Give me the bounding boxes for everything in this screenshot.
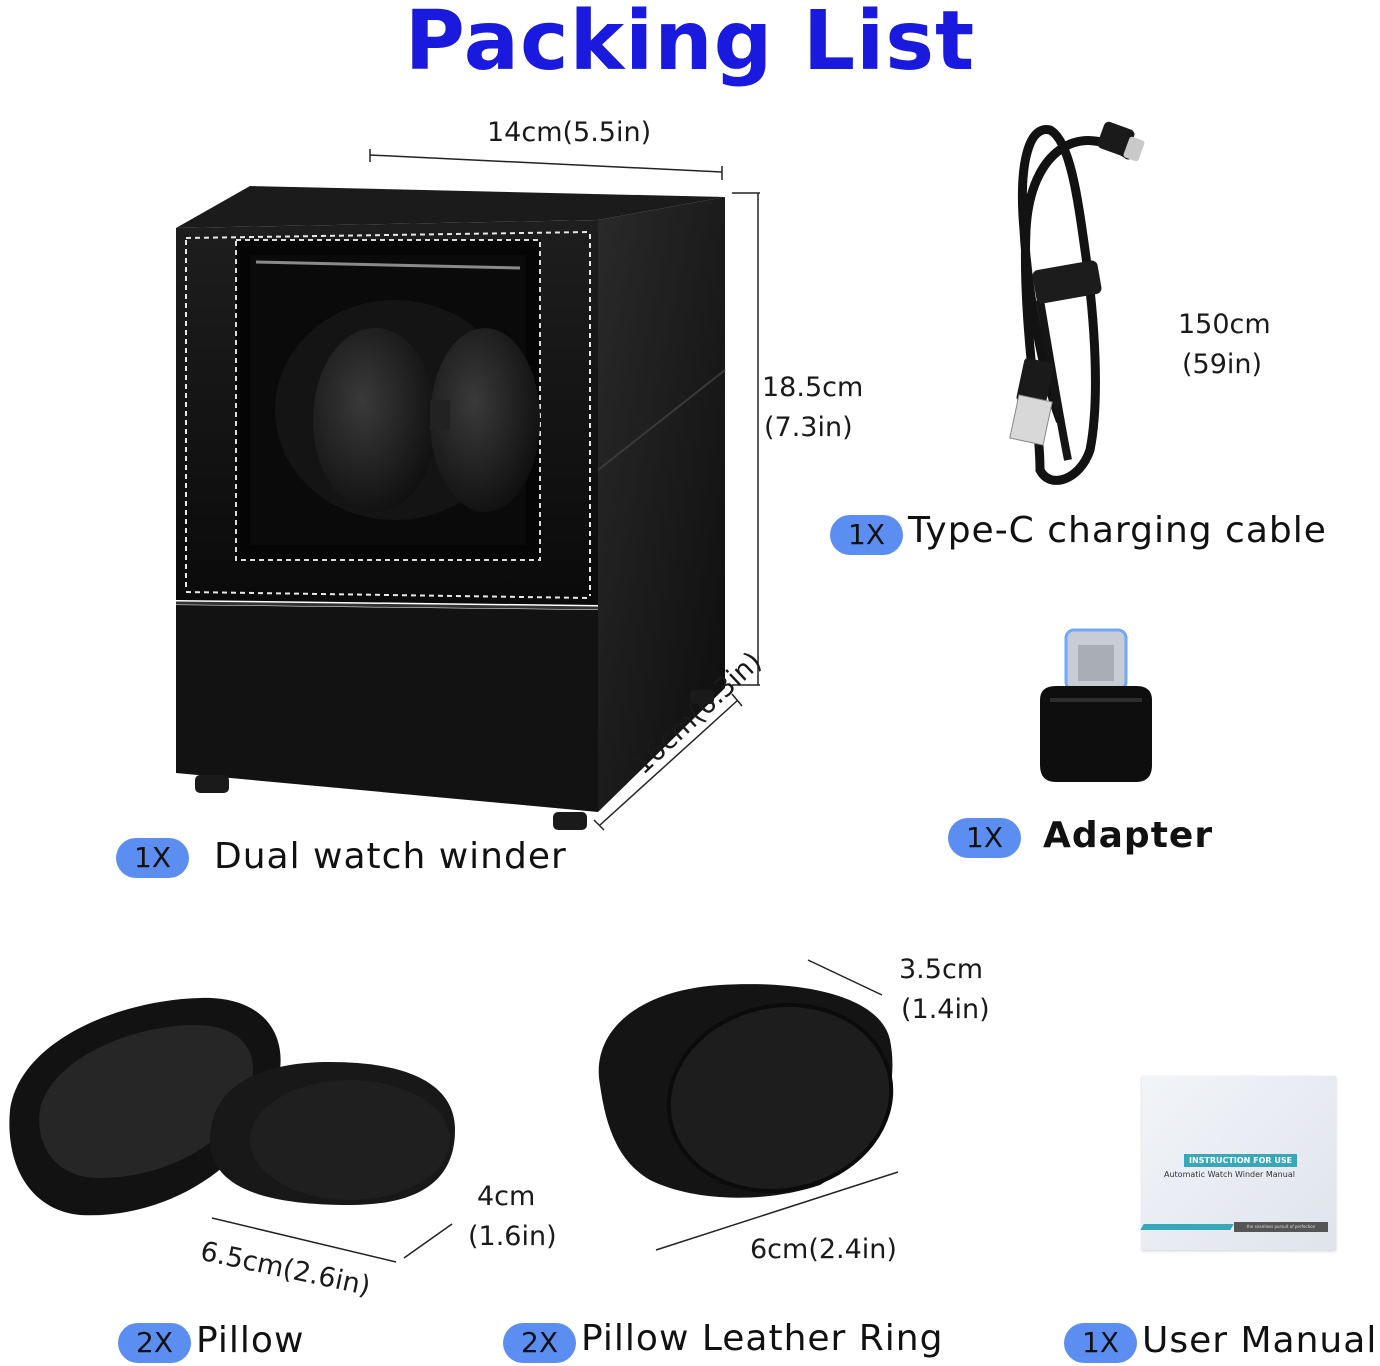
page-title: Packing List [404,0,976,89]
pillow-qty-badge: 2X [118,1323,191,1363]
cable-qty-badge: 1X [830,515,903,555]
ring-width-in: (1.4in) [901,994,990,1025]
ring-label: Pillow Leather Ring [581,1318,944,1359]
manual-stripe [1140,1224,1234,1230]
winder-label: Dual watch winder [214,836,567,877]
pillow-label: Pillow [196,1320,305,1361]
cable-length-in: (59in) [1182,349,1263,380]
manual-footer: the seamless pursuit of perfection [1234,1222,1328,1232]
winder-qty-badge: 1X [116,838,189,878]
ring-length-dimension: 6cm(2.4in) [750,1234,897,1265]
ring-width-cm: 3.5cm [899,954,984,985]
manual-label: User Manual [1142,1320,1378,1361]
user-manual-image: INSTRUCTION FOR USE Automatic Watch Wind… [1140,1076,1336,1250]
adapter-label: Adapter [1043,815,1214,856]
manual-subtitle: Automatic Watch Winder Manual [1164,1170,1295,1179]
manual-header: INSTRUCTION FOR USE [1184,1154,1298,1167]
winder-height-in: (7.3in) [764,412,853,443]
cable-length-cm: 150cm [1178,309,1271,340]
winder-width-dimension: 14cm(5.5in) [487,117,652,148]
pillow-height-cm: 4cm [477,1181,536,1212]
ring-qty-badge: 2X [503,1323,576,1363]
cable-label: Type-C charging cable [908,510,1327,551]
adapter-qty-badge: 1X [948,818,1021,858]
winder-height-cm: 18.5cm [762,372,864,403]
pillow-height-in: (1.6in) [468,1221,557,1252]
manual-qty-badge: 1X [1064,1323,1137,1363]
